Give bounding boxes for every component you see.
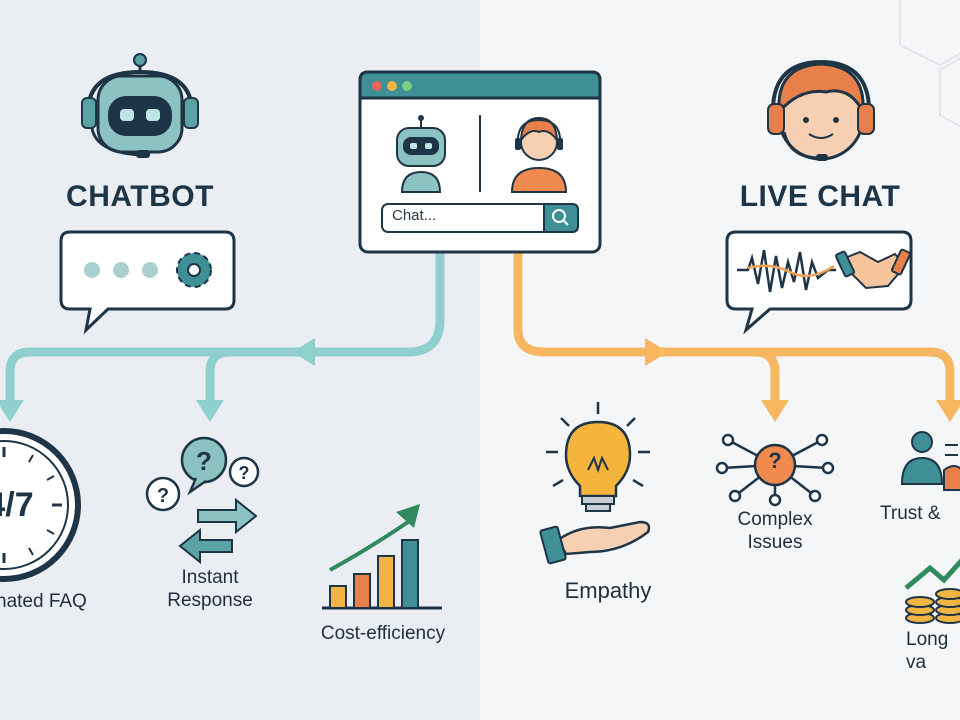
svg-text:?: ?: [157, 485, 169, 507]
feature-faq-label: nated FAQ: [0, 591, 87, 612]
window-maximize-dot: [402, 81, 412, 91]
chat-browser-window: [358, 70, 602, 254]
svg-text:?: ?: [239, 463, 250, 483]
feature-trust-label: Trust &: [880, 503, 941, 524]
feature-complex-issues-label: Complex Issues: [737, 509, 813, 553]
livechat-title: LIVE CHAT: [739, 180, 901, 213]
feature-instant-response-label: Instant Response: [167, 567, 253, 611]
feature-long-value-label: Long va: [906, 629, 949, 673]
arrow-right-icon: [197, 497, 258, 535]
trust-people-icon: [900, 431, 960, 491]
typing-dot: [113, 262, 129, 278]
arrow-right-icon: [645, 338, 668, 366]
growth-bar-chart-icon: [322, 504, 442, 610]
livechat-arrowheads: [645, 338, 960, 422]
hexagon-decoration: [899, 0, 960, 128]
agent-headset-icon: [767, 59, 875, 161]
livechat-connectors: [513, 250, 955, 410]
handshake-icon: [835, 248, 911, 290]
mini-agent-icon: [510, 116, 568, 193]
arrow-up-icon: [396, 504, 420, 528]
mini-robot-icon: [396, 115, 446, 193]
chatbot-connectors: [5, 250, 445, 410]
search-icon: [552, 209, 569, 226]
network-question-mark: ?: [768, 448, 782, 473]
feature-empathy-label: Empathy: [564, 578, 652, 603]
typing-dot: [142, 262, 158, 278]
window-close-dot: [372, 81, 382, 91]
network-question-icon: [715, 433, 835, 507]
waveform-icon: [737, 249, 836, 293]
clock-icon: [0, 428, 81, 582]
chatbot-arrowheads: [0, 338, 315, 422]
arrow-down-icon: [761, 400, 789, 422]
arrow-down-icon: [196, 400, 224, 422]
chat-search-placeholder: Chat...: [392, 207, 437, 224]
question-bubbles-icon: ? ? ?: [145, 436, 260, 565]
chatbot-title: CHATBOT: [66, 180, 214, 213]
arrow-left-icon: [292, 338, 315, 366]
robot-headset-icon: [81, 53, 199, 158]
livechat-speech-bubble: [725, 230, 913, 335]
window-minimize-dot: [387, 81, 397, 91]
clock-text: 4/7: [0, 486, 34, 524]
chatbot-speech-bubble: [59, 230, 236, 335]
gear-icon: [176, 252, 212, 288]
lightbulb-hand-icon: [539, 402, 651, 565]
svg-text:?: ?: [196, 446, 212, 476]
coins-growth-icon: [904, 558, 960, 624]
typing-dot: [84, 262, 100, 278]
arrow-left-icon: [178, 527, 233, 565]
feature-cost-efficiency-label: Cost-efficiency: [320, 623, 446, 644]
arrow-down-icon: [936, 400, 960, 422]
arrow-down-icon: [0, 400, 24, 422]
